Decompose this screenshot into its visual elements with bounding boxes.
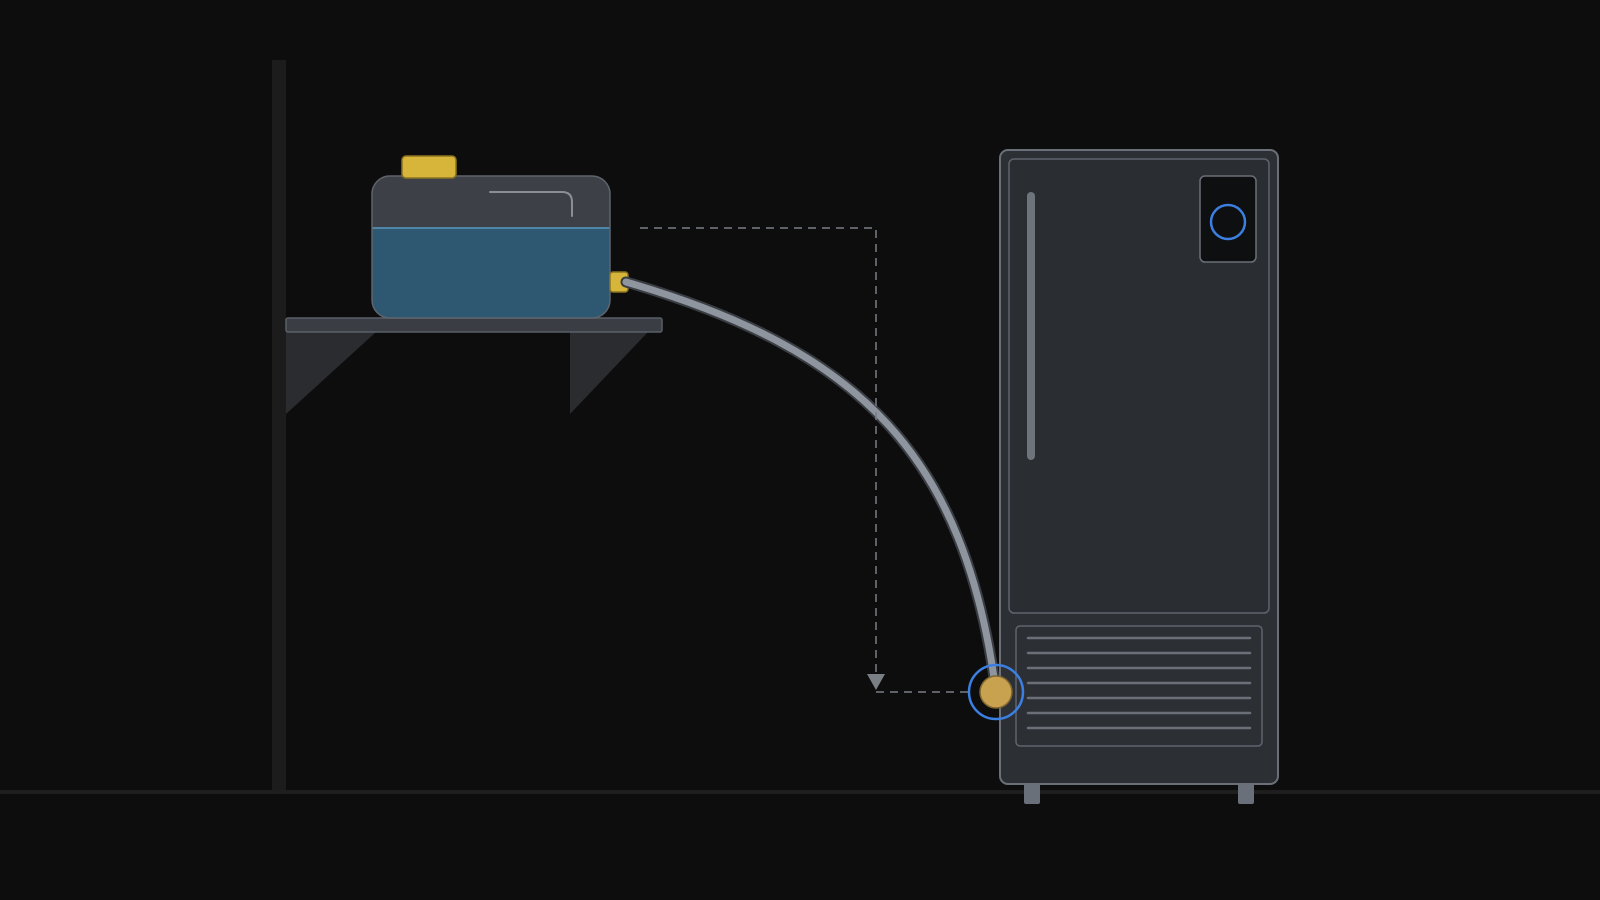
fridge-foot-right [1238, 782, 1254, 804]
hose-body [622, 278, 1000, 696]
shelf [285, 317, 663, 333]
shelf-bracket-right [570, 332, 648, 414]
connector-highlight-ring [967, 663, 1025, 721]
wall-post [272, 60, 286, 792]
refrigerator [999, 149, 1279, 804]
inlet-connector-icon[interactable] [967, 663, 1025, 721]
vent-slats [1026, 636, 1252, 730]
control-panel [1199, 175, 1257, 263]
shelf-bracket-left [286, 332, 376, 414]
hose-icon [620, 276, 1002, 698]
tank-water [372, 228, 610, 318]
fridge-door-handle[interactable] [1027, 192, 1035, 460]
water-tank-icon [371, 175, 611, 319]
arrow-down-icon [867, 674, 885, 690]
tank-cap-icon [401, 155, 457, 179]
connector-fitting[interactable] [979, 675, 1013, 709]
floor-line [0, 790, 1600, 794]
tank-handle [489, 191, 573, 217]
fridge-door[interactable] [1008, 158, 1270, 614]
status-ring-icon[interactable] [1209, 203, 1247, 241]
routing-guide-line [640, 227, 974, 693]
tank-outline [371, 175, 611, 319]
vent-grille [1015, 625, 1263, 747]
fridge-foot-left [1024, 782, 1040, 804]
